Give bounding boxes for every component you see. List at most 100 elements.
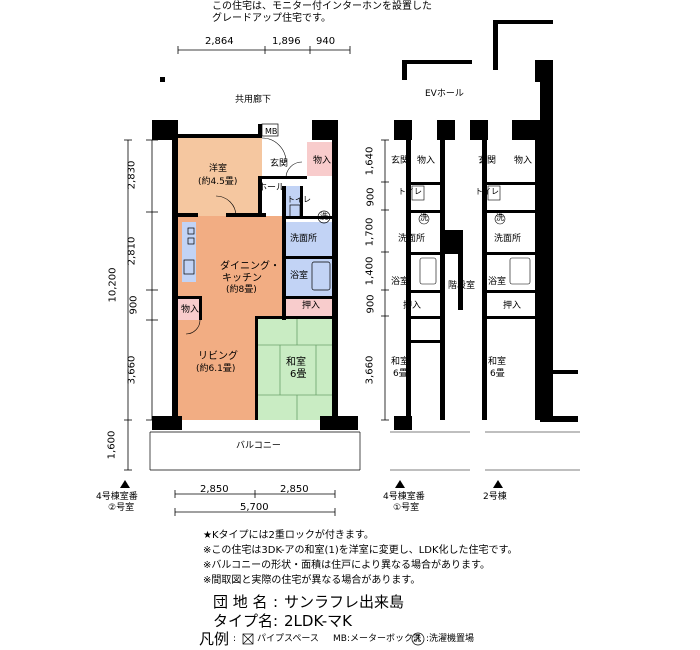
type-value: 2LDK-マK xyxy=(284,612,352,630)
complex-label: 団 地 名 xyxy=(213,593,268,611)
top-dim-1: 2,864 xyxy=(205,36,234,47)
plan2-japanese-size: 6畳 xyxy=(393,369,408,379)
plan3-storage: 物入 xyxy=(514,156,533,166)
left-dim-total: 10,200 xyxy=(107,267,119,303)
mid-dim-3: 1,700 xyxy=(364,217,376,247)
bottom-dim-2: 2,850 xyxy=(280,484,309,495)
room-storage-small xyxy=(178,298,200,320)
plan3-drawing xyxy=(470,82,580,471)
plan2-entrance: 玄関 xyxy=(391,156,410,166)
legend-meter-box: MB:メーターボックス xyxy=(333,634,422,644)
washroom-label: 洗面所 xyxy=(290,234,318,244)
legend-pipe-colon: : xyxy=(233,634,237,644)
legend-title: 凡例 xyxy=(199,630,230,648)
toilet-label: トイレ xyxy=(287,195,311,204)
plan2-stairs: 階段室 xyxy=(448,281,476,291)
living-size: (約6.1畳) xyxy=(196,364,236,374)
room-storage-entrance xyxy=(307,142,336,176)
legend-icons xyxy=(242,632,425,646)
dining-label-2: キッチン xyxy=(222,273,262,284)
bottom-dimension-lines xyxy=(174,490,336,516)
japanese-room-size: 6畳 xyxy=(290,369,307,380)
mid-dim-6: 3,660 xyxy=(364,355,376,385)
room-bath xyxy=(286,258,332,298)
kitchen-counter xyxy=(182,222,196,282)
living-label: リビング xyxy=(198,351,238,362)
type-colon: : xyxy=(273,612,279,630)
unit-label-plan2-2: ①号室 xyxy=(393,503,420,513)
door-swings xyxy=(185,137,303,335)
type-label: タイプ名 xyxy=(213,612,274,630)
note-3: ※バルコニーの形状・面積は住戸により異なる場合があります。 xyxy=(203,560,490,571)
header-note-line1: この住宅は、モニター付インターホンを設置した xyxy=(212,1,432,12)
dining-label-1: ダイニング・ xyxy=(220,261,280,272)
top-dim-3: 940 xyxy=(316,36,336,47)
left-dim-3: 900 xyxy=(128,295,140,315)
balcony-outline xyxy=(149,431,361,471)
unit-pointers xyxy=(120,480,503,488)
left-dim-balcony: 1,600 xyxy=(106,430,118,460)
legend-washer-place: :洗濯機置場 xyxy=(426,634,475,644)
unit-label-main-1: 4号棟室番 xyxy=(96,492,138,502)
room-western xyxy=(178,138,262,216)
bath-label: 浴室 xyxy=(290,271,309,281)
plan2-washroom: 洗面所 xyxy=(398,234,426,244)
plan2-bath: 浴室 xyxy=(391,277,410,287)
hall-label: ホール xyxy=(258,183,286,193)
western-room-label: 洋室 xyxy=(209,164,228,174)
plan3-japanese-size: 6畳 xyxy=(490,369,505,379)
entrance-label: 玄関 xyxy=(270,159,289,169)
room-closet xyxy=(286,298,336,318)
plan3-washroom: 洗面所 xyxy=(494,234,522,244)
plan2-closet: 押入 xyxy=(403,301,422,311)
left-dim-1: 2,830 xyxy=(126,160,138,190)
dining-label-3: (約8畳) xyxy=(226,285,257,295)
top-dim-2: 1,896 xyxy=(272,36,301,47)
mid-dim-4: 1,400 xyxy=(364,256,376,286)
washer-mark: 洗 xyxy=(320,212,328,221)
plan2-drawing xyxy=(381,120,470,471)
storage-small-label: 物入 xyxy=(181,305,200,315)
plan3-bath: 浴室 xyxy=(488,277,507,287)
mid-dim-2: 900 xyxy=(365,187,377,207)
header-note-line2: グレードアップ住宅です。 xyxy=(212,13,331,24)
legend-washer-mark: 洗 xyxy=(413,634,421,643)
storage-entrance-label: 物入 xyxy=(313,156,332,166)
note-2: ※この住宅は3DK-アの和室(1)を洋室に変更し、LDK化した住宅です。 xyxy=(203,545,518,556)
plan2-storage: 物入 xyxy=(417,156,436,166)
complex-colon: : xyxy=(273,593,279,611)
note-4: ※間取図と実際の住宅が異なる場合があります。 xyxy=(203,575,421,586)
ev-hall-label: EVホール xyxy=(425,89,464,99)
plan2-japanese: 和室 xyxy=(391,357,410,367)
corridor-label: 共用廊下 xyxy=(235,95,272,105)
mid-dim-5: 900 xyxy=(365,294,377,314)
balcony-label: バルコニー xyxy=(236,441,281,451)
plan2-washer: 洗 xyxy=(420,213,428,222)
bottom-dim-total: 5,700 xyxy=(240,502,269,513)
note-1: ★Kタイプには2重ロックが付きます。 xyxy=(203,530,374,541)
legend-pipe-space: パイプスペース xyxy=(257,634,319,644)
bottom-dim-1: 2,850 xyxy=(200,484,229,495)
unit-label-plan3: 2号棟 xyxy=(483,492,507,502)
left-dim-2: 2,810 xyxy=(126,236,138,266)
room-toilet xyxy=(286,186,300,216)
unit-label-plan2-1: 4号棟室番 xyxy=(383,492,425,502)
top-dimension-line xyxy=(177,46,351,54)
left-dim-4: 3,660 xyxy=(126,355,138,385)
western-room-size: (約4.5畳) xyxy=(198,177,238,187)
japanese-room-label: 和室 xyxy=(286,357,306,368)
plan3-japanese: 和室 xyxy=(488,357,507,367)
mid-dim-1: 1,640 xyxy=(364,146,376,176)
plan3-entrance: 玄関 xyxy=(478,156,497,166)
unit-label-main-2: ②号室 xyxy=(108,503,135,513)
plan3-toilet: トイレ xyxy=(475,187,499,196)
tatami-lines xyxy=(258,318,336,420)
fixtures xyxy=(183,204,331,291)
plan2-toilet: トイレ xyxy=(398,187,422,196)
plan3-closet: 押入 xyxy=(503,301,522,311)
plan3-washer: 洗 xyxy=(496,213,504,222)
left-dimension-lines xyxy=(124,139,158,471)
complex-value: サンラフレ出来島 xyxy=(284,593,405,611)
main-plan-walls xyxy=(152,120,358,430)
